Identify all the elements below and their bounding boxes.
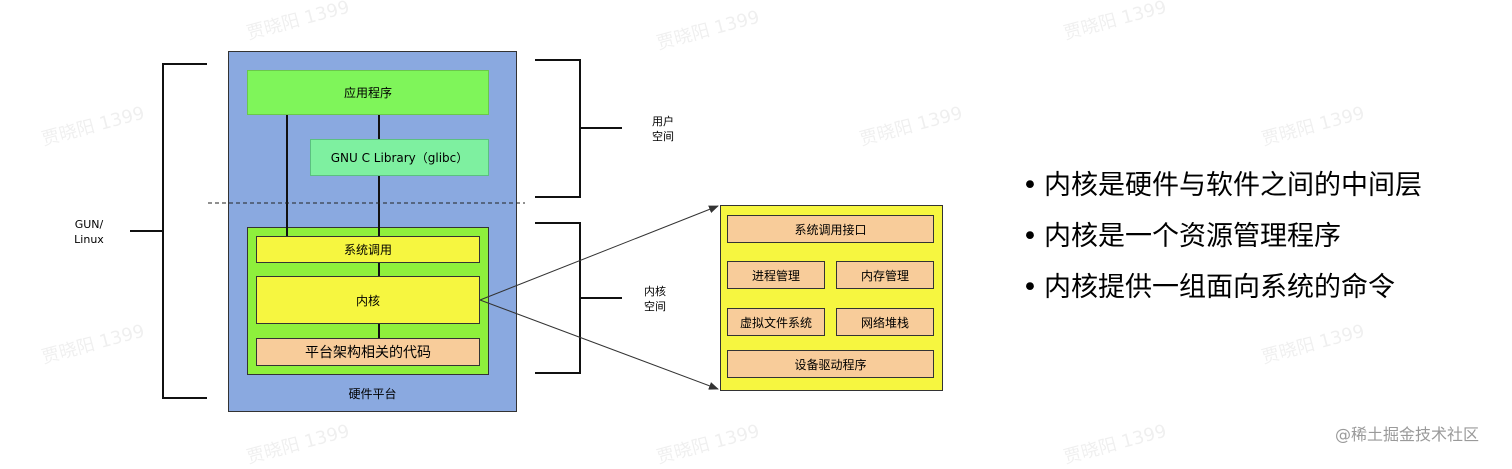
bullet-dot: • bbox=[1022, 221, 1038, 252]
device-drivers-box: 设备驱动程序 bbox=[727, 350, 934, 378]
gnu-linux-label: GUN/ Linux bbox=[74, 218, 104, 246]
bullet-list: •内核是硬件与软件之间的中间层 •内核是一个资源管理程序 •内核提供一组面向系统… bbox=[1022, 160, 1422, 313]
bullet-dot: • bbox=[1022, 170, 1038, 201]
hardware-platform-label: 硬件平台 bbox=[348, 387, 397, 401]
bullet-dot: • bbox=[1022, 272, 1038, 303]
diagram-lines bbox=[130, 59, 719, 399]
zoom-arrow-top bbox=[479, 205, 719, 301]
bullet-item: •内核是硬件与软件之间的中间层 bbox=[1022, 160, 1422, 211]
kernel-box: 内核 bbox=[256, 276, 480, 324]
user-space-bracket bbox=[535, 59, 622, 198]
bullet-item: •内核是一个资源管理程序 bbox=[1022, 211, 1422, 262]
memory-mgmt-box: 内存管理 bbox=[836, 261, 934, 289]
network-stack-box: 网络堆栈 bbox=[836, 308, 934, 336]
application-box: 应用程序 bbox=[247, 70, 489, 115]
vfs-box: 虚拟文件系统 bbox=[727, 308, 825, 336]
user-space-label: 用户 空间 bbox=[652, 115, 674, 143]
kernel-space-bracket bbox=[535, 222, 622, 374]
gnu-linux-bracket bbox=[130, 63, 207, 399]
syscall-box: 系统调用 bbox=[256, 236, 480, 263]
process-mgmt-box: 进程管理 bbox=[727, 261, 825, 289]
glibc-box: GNU C Library（glibc） bbox=[310, 139, 489, 176]
syscall-interface-box: 系统调用接口 bbox=[727, 215, 934, 243]
kernel-space-label: 内核 空间 bbox=[644, 285, 666, 313]
bullet-item: •内核提供一组面向系统的命令 bbox=[1022, 262, 1422, 313]
footer-credit: @稀土掘金技术社区 bbox=[1335, 425, 1480, 444]
arch-code-box: 平台架构相关的代码 bbox=[256, 338, 480, 366]
zoom-arrow-bottom bbox=[479, 299, 719, 390]
